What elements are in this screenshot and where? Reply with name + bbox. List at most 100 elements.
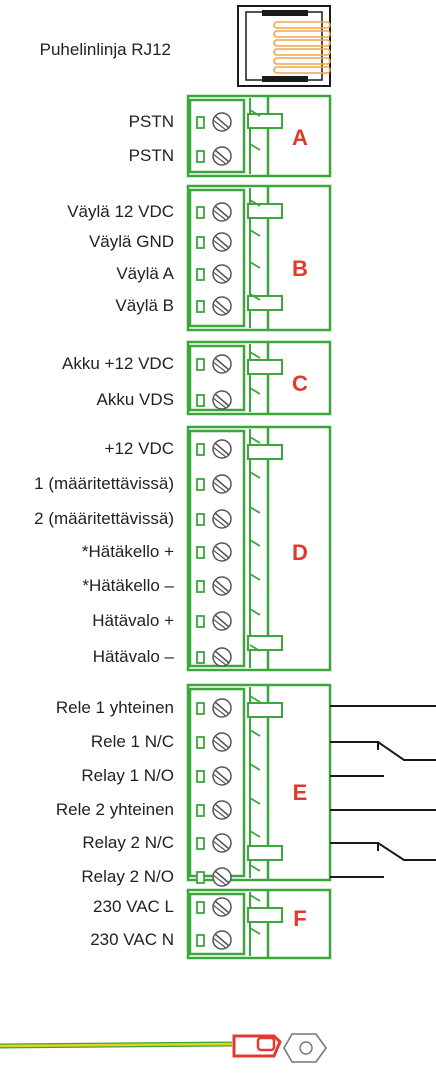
plug-tooth	[249, 864, 261, 872]
screw-slot	[212, 739, 227, 751]
screw-slot	[212, 271, 227, 283]
wire-entry	[196, 736, 205, 749]
plug-tooth	[249, 573, 261, 581]
plug-tooth	[249, 293, 261, 301]
screw-slot	[212, 397, 227, 409]
plug-tooth	[249, 387, 261, 395]
terminal-label: *Hätäkello –	[82, 576, 174, 595]
rj12-latch	[262, 10, 308, 16]
screw-slot	[214, 933, 230, 947]
screw-slot	[212, 119, 227, 131]
screw-slot	[214, 545, 230, 559]
plug-tab	[247, 444, 283, 460]
plug-tooth	[249, 506, 261, 514]
plug-tooth	[249, 763, 261, 771]
screw-slot	[212, 303, 227, 315]
screw-slot	[212, 549, 227, 561]
plug-tooth	[249, 229, 261, 237]
ring-hole	[299, 1041, 313, 1055]
screw-slot	[214, 115, 230, 129]
screw-slot	[212, 937, 227, 949]
plug-tooth	[249, 797, 261, 805]
wire-entry	[196, 478, 205, 491]
terminal-label: Väylä B	[115, 296, 174, 315]
screw-slot	[214, 900, 230, 914]
terminal-label: Akku +12 VDC	[62, 354, 174, 373]
block-letter: A	[292, 125, 308, 150]
wire-entry	[196, 770, 205, 783]
rj12-latch	[262, 76, 308, 82]
wire-entry	[196, 702, 205, 715]
wire-entry	[196, 394, 205, 407]
screw-slot	[212, 618, 227, 630]
wire-entry	[196, 150, 205, 163]
terminal-label: PSTN	[128, 112, 174, 131]
wire-entry	[196, 300, 205, 313]
screw-slot	[212, 840, 227, 852]
wire-entry	[196, 901, 205, 914]
terminal-label: Relay 1 N/O	[81, 766, 174, 785]
ground-wire	[0, 1033, 327, 1063]
terminal-label: Väylä A	[116, 264, 174, 283]
plug-tab	[247, 845, 283, 861]
plug-tooth	[249, 695, 261, 703]
plug-tab	[247, 359, 283, 375]
rj12-connector-icon	[237, 5, 331, 87]
rj12-pin	[273, 21, 331, 29]
terminal-block-b: B	[186, 184, 332, 332]
terminal-label: Rele 2 yhteinen	[55, 800, 174, 819]
screw-slot	[214, 870, 230, 884]
ground-wire-yellow	[0, 1042, 233, 1048]
block-letter: D	[292, 540, 308, 565]
wire-entry	[196, 116, 205, 129]
plug-tooth	[249, 436, 261, 444]
screw-slot	[214, 205, 230, 219]
screw-slot	[214, 803, 230, 817]
screw-slot	[212, 904, 227, 916]
screw-slot	[212, 583, 227, 595]
plug-tooth	[249, 539, 261, 547]
terminal-label: Relay 2 N/O	[81, 867, 174, 886]
screw-slot	[214, 149, 230, 163]
terminal-block-f: F	[186, 888, 332, 960]
rj12-pin	[273, 39, 331, 47]
rj12-label: Puhelinlinja RJ12	[39, 40, 171, 59]
screw-slot	[214, 735, 230, 749]
rj12-pin	[273, 66, 331, 74]
rj12-pin	[273, 48, 331, 56]
screw-slot	[214, 836, 230, 850]
terminal-label: Akku VDS	[96, 390, 174, 409]
screw-slot	[212, 481, 227, 493]
plug-tooth	[249, 471, 261, 479]
plug-tooth	[249, 729, 261, 737]
relay-wire	[330, 842, 436, 861]
terminal-label: 2 (määritettävissä)	[34, 509, 174, 528]
wire-entry	[196, 651, 205, 664]
screw-slot	[212, 361, 227, 373]
terminal-block-a: A	[186, 94, 332, 178]
plug-tooth	[249, 109, 261, 117]
block-letter: E	[293, 780, 308, 805]
screw-slot	[214, 512, 230, 526]
rj12-pin	[273, 30, 331, 38]
wire-entry	[196, 615, 205, 628]
screw-slot	[212, 516, 227, 528]
screw-slot	[214, 393, 230, 407]
screw-slot	[214, 650, 230, 664]
screw-slot	[212, 807, 227, 819]
block-letter: C	[292, 371, 308, 396]
terminal-block-e: E	[186, 683, 436, 887]
wire-entry	[196, 871, 205, 884]
terminal-label: Hätävalo +	[92, 611, 174, 630]
plug-tooth	[249, 261, 261, 269]
plug-tooth	[249, 199, 261, 207]
screw-slot	[214, 299, 230, 313]
terminal-label: *Hätäkello +	[81, 542, 174, 561]
screw-slot	[212, 446, 227, 458]
terminal-label: PSTN	[128, 146, 174, 165]
screw-slot	[214, 769, 230, 783]
plug-tab	[247, 203, 283, 219]
plug-tooth	[249, 143, 261, 151]
